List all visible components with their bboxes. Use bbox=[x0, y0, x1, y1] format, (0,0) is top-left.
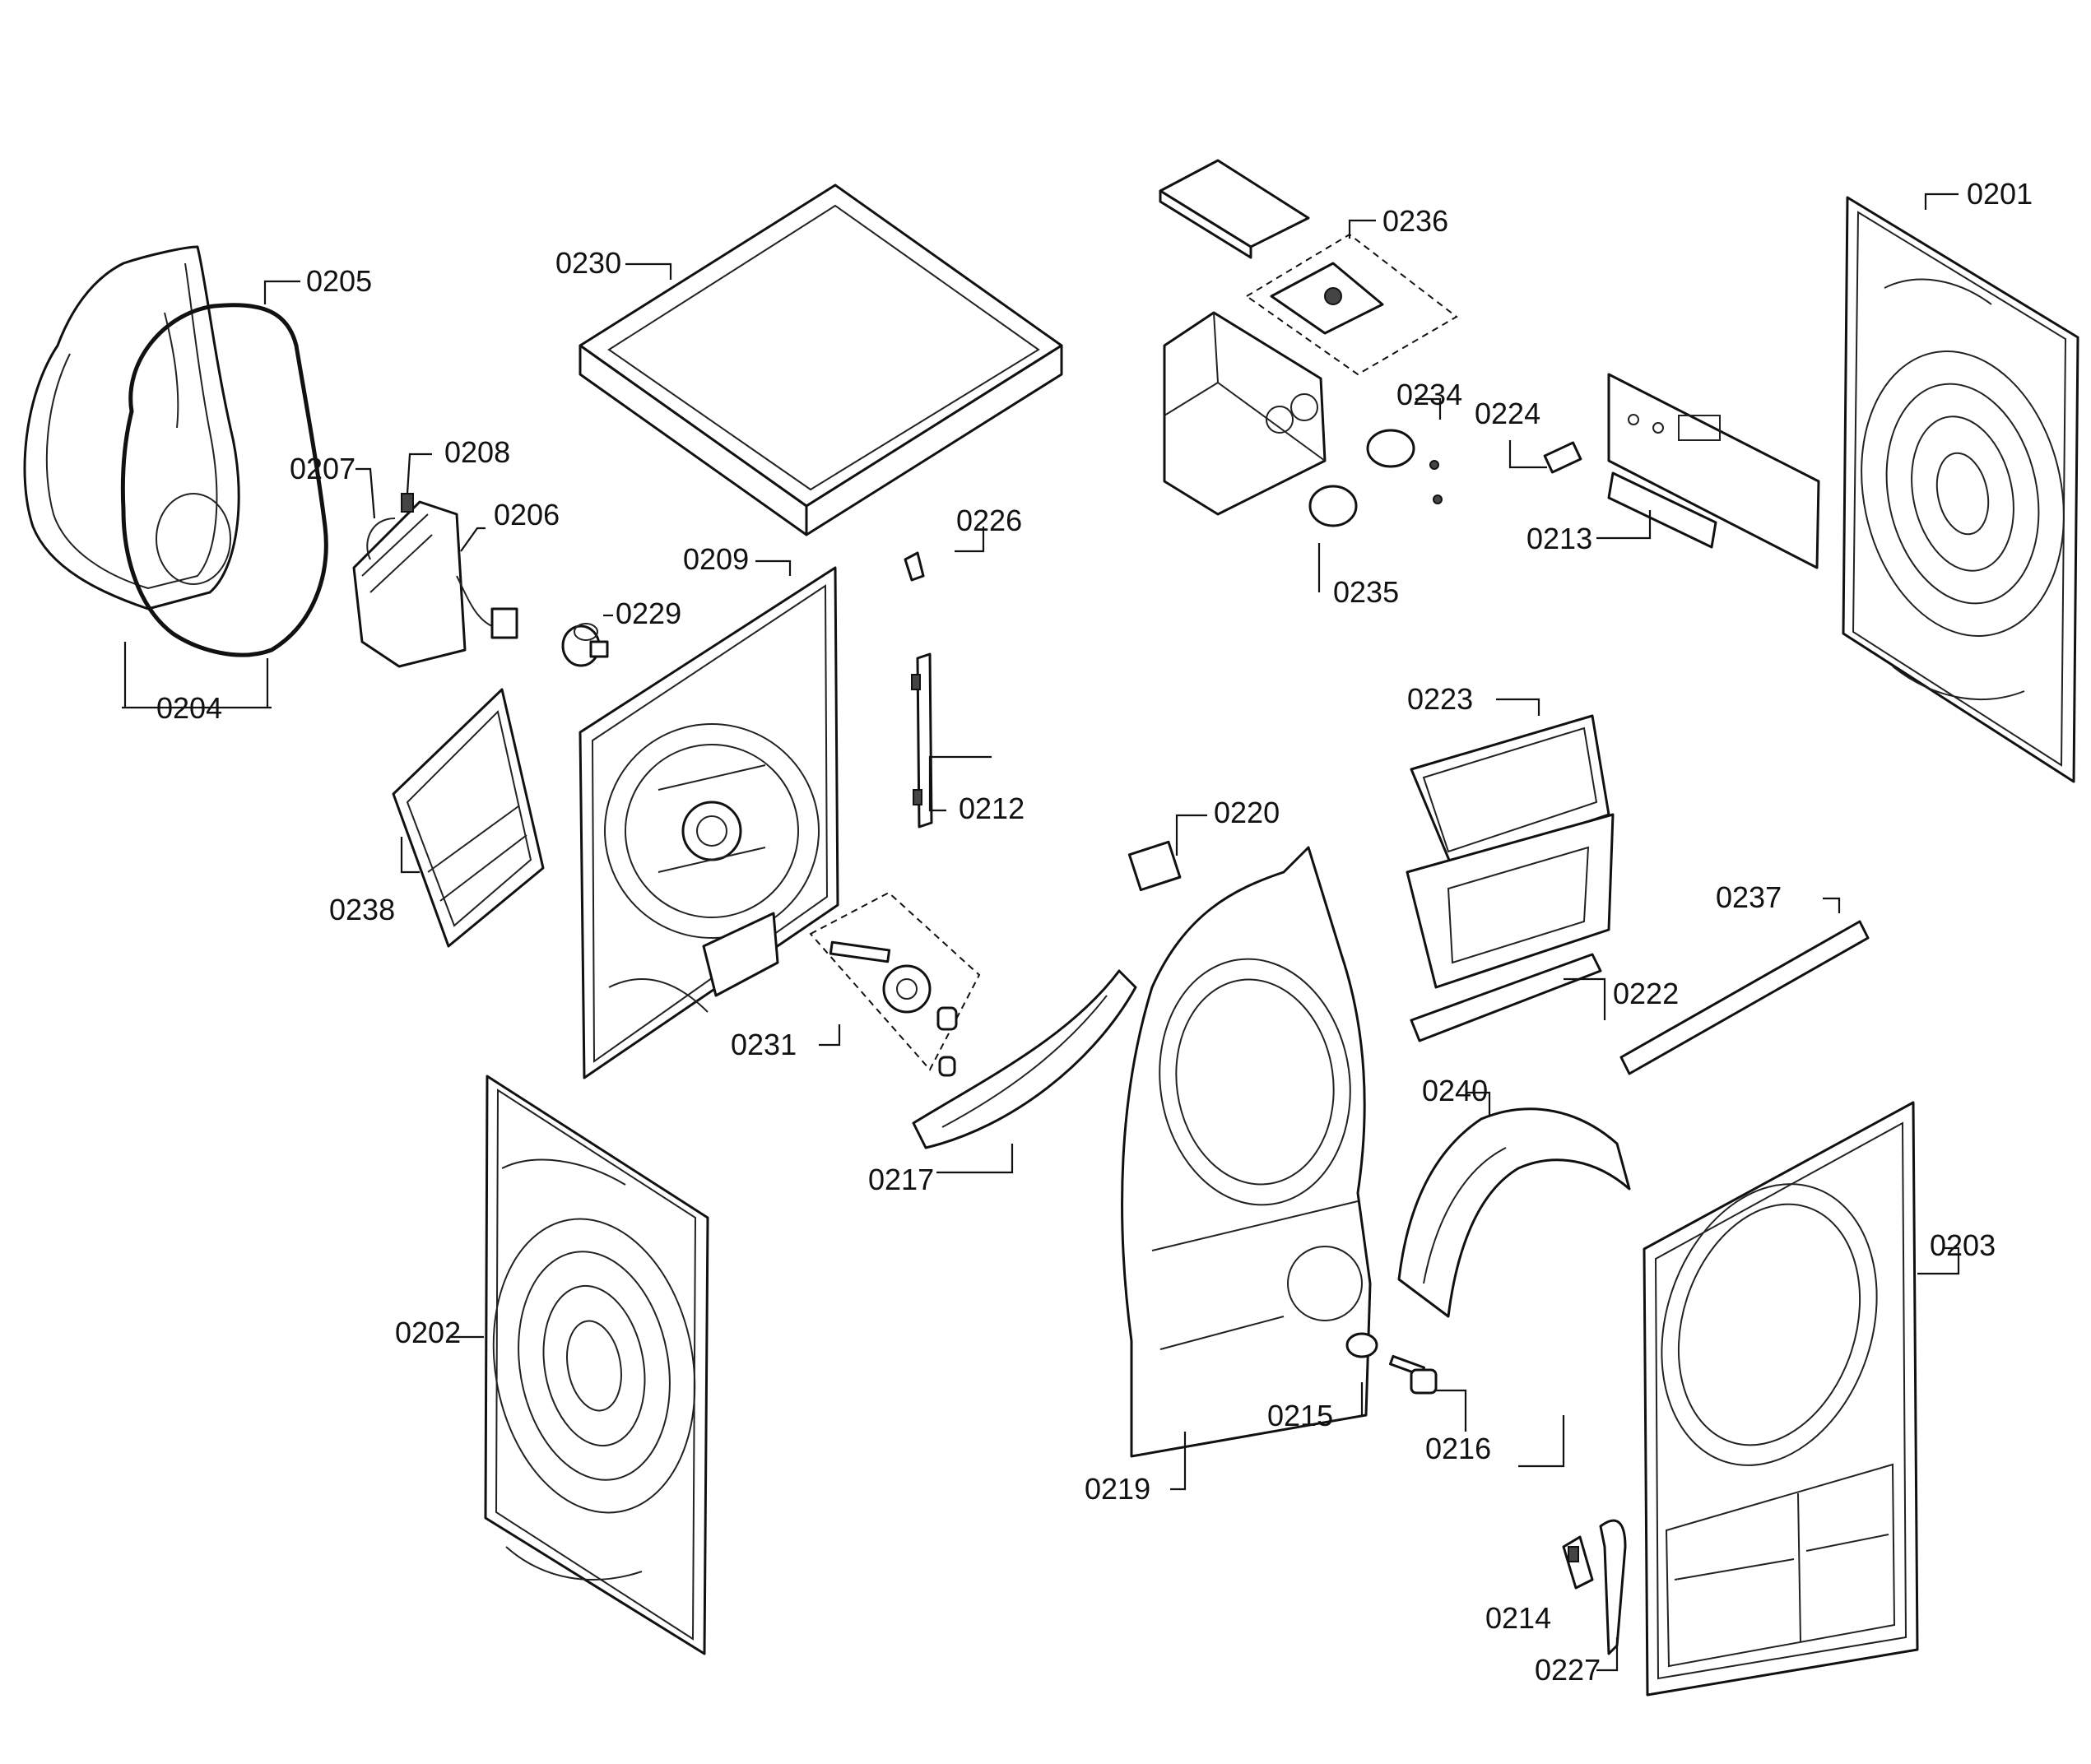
label-0206: 0206 bbox=[494, 498, 560, 532]
label-0204: 0204 bbox=[156, 691, 222, 725]
label-0214: 0214 bbox=[1485, 1601, 1551, 1635]
label-0230: 0230 bbox=[555, 246, 621, 280]
label-0202: 0202 bbox=[395, 1316, 461, 1349]
part-display-strip bbox=[1607, 471, 1717, 549]
leader-lines bbox=[122, 193, 1960, 1672]
part-rear-panel bbox=[579, 566, 839, 1079]
part-bracket-rail bbox=[911, 652, 933, 829]
label-0205: 0205 bbox=[306, 264, 372, 298]
part-front-bulkhead bbox=[1121, 846, 1372, 1458]
callout-labels: 0201 0202 0203 0204 0205 0206 0207 0208 … bbox=[156, 177, 2033, 1687]
part-switch-small bbox=[1543, 441, 1582, 474]
part-control-module bbox=[352, 493, 518, 668]
label-0209: 0209 bbox=[683, 542, 749, 576]
part-bushing bbox=[1345, 1332, 1378, 1358]
label-0212: 0212 bbox=[959, 791, 1025, 825]
part-roller bbox=[1388, 1354, 1438, 1395]
part-side-panel-left bbox=[484, 1075, 709, 1655]
part-wiring-harness bbox=[1245, 233, 1458, 376]
part-latch-strip bbox=[1599, 1519, 1627, 1655]
part-gasket-ring bbox=[120, 303, 328, 657]
part-small-actuator bbox=[561, 623, 609, 667]
label-0219: 0219 bbox=[1085, 1472, 1150, 1506]
label-0240: 0240 bbox=[1422, 1074, 1488, 1107]
part-thermostat-b bbox=[1308, 485, 1358, 527]
label-0226: 0226 bbox=[956, 504, 1022, 537]
label-0215: 0215 bbox=[1267, 1399, 1333, 1432]
label-0237: 0237 bbox=[1716, 880, 1782, 914]
label-0213: 0213 bbox=[1526, 522, 1592, 555]
part-lint-filter bbox=[1406, 714, 1615, 989]
part-curved-duct bbox=[912, 969, 1137, 1149]
part-top-cover bbox=[579, 183, 1063, 536]
label-0229: 0229 bbox=[616, 597, 681, 630]
label-0224: 0224 bbox=[1475, 397, 1540, 430]
part-control-board bbox=[1607, 373, 1820, 569]
part-door-switch bbox=[1127, 840, 1182, 892]
part-heater-box bbox=[1163, 311, 1327, 516]
label-0208: 0208 bbox=[444, 435, 510, 469]
label-0234: 0234 bbox=[1396, 378, 1462, 411]
label-0203: 0203 bbox=[1930, 1228, 1996, 1262]
part-air-duct bbox=[392, 688, 545, 948]
part-door-latch bbox=[1562, 1535, 1594, 1590]
part-cover-plate bbox=[1159, 159, 1310, 259]
part-rear-duct bbox=[1397, 1107, 1631, 1318]
label-0231: 0231 bbox=[731, 1028, 797, 1061]
part-side-panel-right bbox=[1842, 196, 2079, 783]
label-0207: 0207 bbox=[290, 452, 355, 485]
label-0223: 0223 bbox=[1407, 682, 1473, 716]
label-0201: 0201 bbox=[1967, 177, 2033, 211]
part-thermostat-a bbox=[1366, 429, 1443, 504]
part-filter-gasket bbox=[1410, 953, 1602, 1042]
label-0222: 0222 bbox=[1613, 977, 1679, 1010]
label-0216: 0216 bbox=[1425, 1432, 1491, 1465]
label-0238: 0238 bbox=[329, 893, 395, 926]
label-0217: 0217 bbox=[868, 1163, 934, 1196]
part-seal-frame bbox=[23, 245, 240, 610]
label-0227: 0227 bbox=[1535, 1653, 1601, 1687]
label-0220: 0220 bbox=[1214, 796, 1280, 829]
label-0235: 0235 bbox=[1333, 575, 1399, 609]
label-0236: 0236 bbox=[1382, 204, 1448, 238]
part-support-rail bbox=[1619, 920, 1870, 1075]
part-front-panel bbox=[1643, 1101, 1919, 1697]
part-pulley-kit bbox=[809, 891, 981, 1077]
part-clip bbox=[904, 551, 925, 582]
